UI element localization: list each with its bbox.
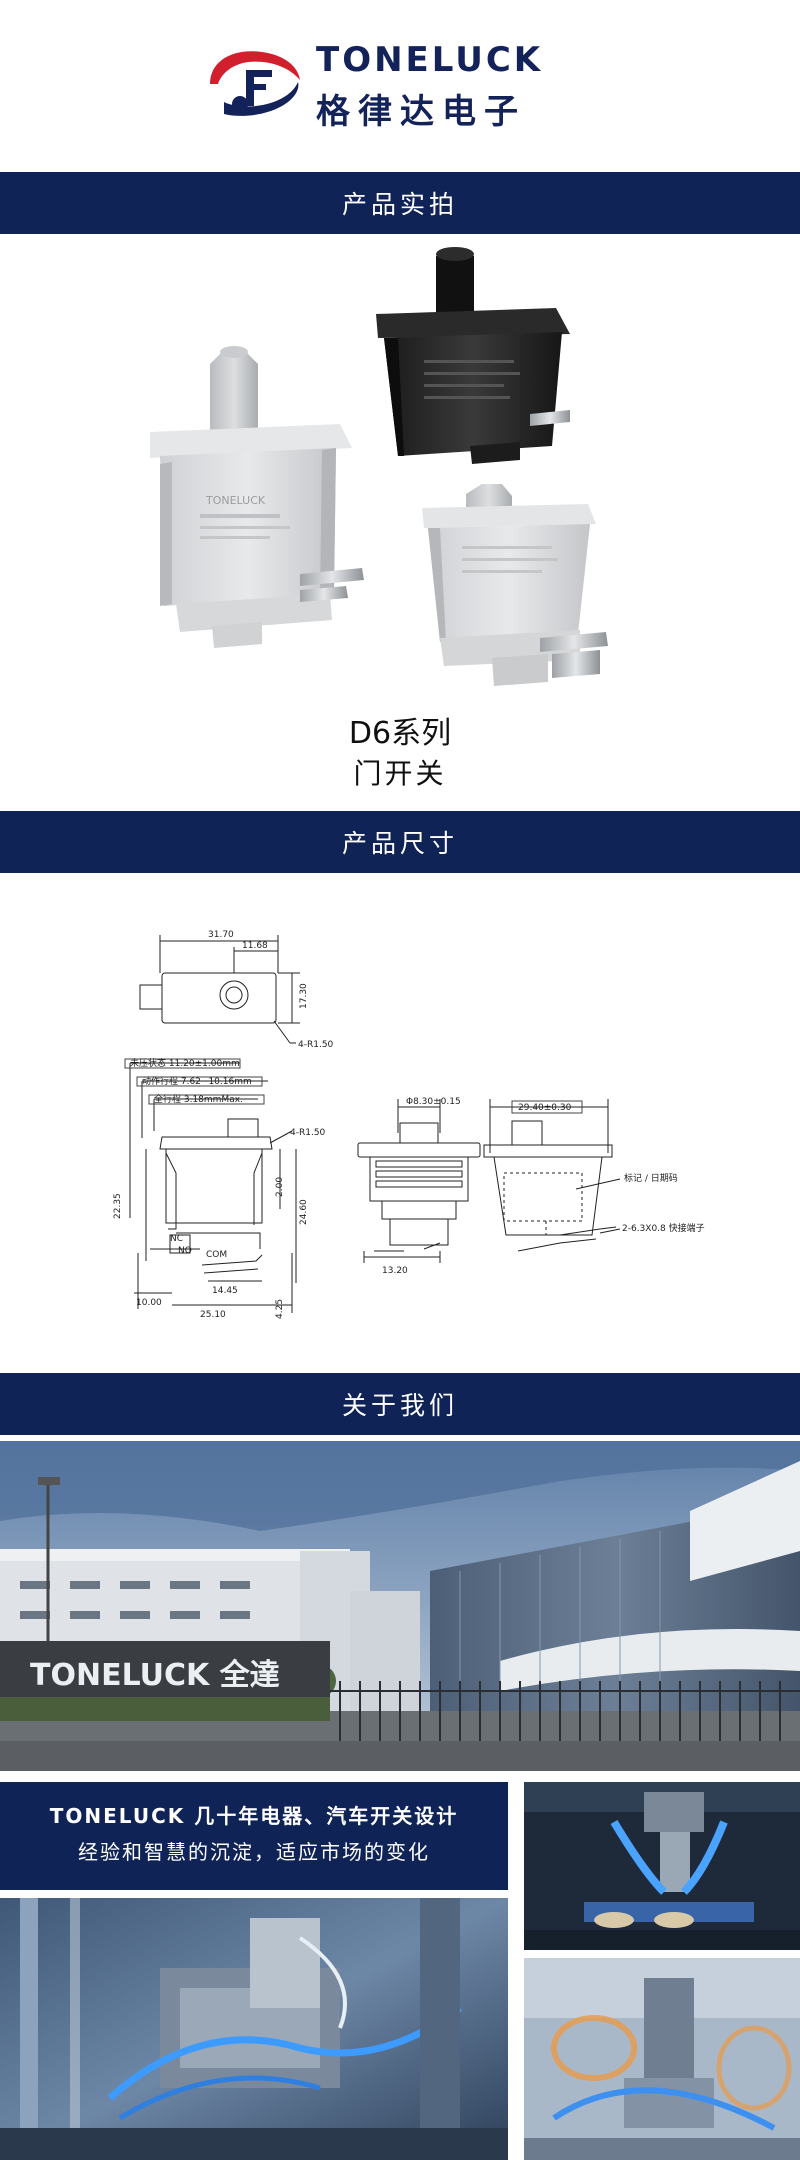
product-series: D6系列 [348,716,452,751]
factory-machine-photo-bottom-right [524,1958,800,2160]
factory-machine-photo-top-right [524,1782,800,1950]
svg-text:17.30: 17.30 [299,983,309,1009]
brand-name-cn: 格律达电子 [316,92,526,132]
svg-text:14.45: 14.45 [212,1286,238,1296]
svg-text:2-6.3X0.8 快接端子: 2-6.3X0.8 快接端子 [622,1222,705,1234]
logo-mark-icon [210,51,300,116]
product-photo: TONELUCK [0,234,800,704]
about-line-2: 经验和智慧的沉淀，适应市场的变化 [78,1840,430,1864]
svg-text:4-R1.50: 4-R1.50 [298,1040,334,1050]
svg-text:2.00: 2.00 [275,1177,285,1197]
svg-text:NC: NC [170,1234,183,1244]
svg-text:未压状态 11.20±1.00mm: 未压状态 11.20±1.00mm [130,1057,240,1069]
svg-text:TONELUCK: TONELUCK [205,494,266,507]
section-banner-photos: 产品实拍 [0,172,800,234]
about-text-panel: TONELUCK 几十年电器、汽车开关设计 经验和智慧的沉淀，适应市场的变化 [0,1782,508,1890]
header: TONELUCK 格律达电子 [0,0,800,170]
svg-text:24.60: 24.60 [299,1199,309,1225]
svg-text:Φ8.30±0.15: Φ8.30±0.15 [406,1097,461,1107]
svg-text:29.40±0.30: 29.40±0.30 [518,1103,572,1113]
front-view: Φ8.30±0.15 13.20 [357,1097,481,1276]
brand-name-en: TONELUCK [316,40,544,80]
black-switch [376,247,570,464]
product-type: 门开关 [353,757,447,790]
building-sign: TONELUCK 全達 [30,1658,280,1693]
svg-text:31.70: 31.70 [208,930,234,940]
svg-text:13.20: 13.20 [382,1266,408,1276]
factory-building-photo: TONELUCK 全達 [0,1441,800,1771]
svg-text:22.35: 22.35 [113,1193,123,1219]
svg-text:10.00: 10.00 [136,1298,162,1308]
section-banner-about: 关于我们 [0,1373,800,1435]
grey-switch-left: TONELUCK [150,346,364,648]
svg-text:4.25: 4.25 [275,1299,285,1319]
svg-text:25.10: 25.10 [200,1310,226,1320]
dimension-drawing: 31.70 11.68 17.30 4-R1.50 未压状态 11.20±1.0… [0,873,800,1373]
right-view: 29.40±0.30 标记 / 日期码 2-6.3X0.8 快接端子 [483,1099,705,1252]
svg-text:11.68: 11.68 [242,941,268,951]
svg-text:全行程 3.18mmMax.: 全行程 3.18mmMax. [154,1093,243,1105]
svg-text:动作行程 7.62~10.16mm: 动作行程 7.62~10.16mm [142,1075,252,1087]
grey-switch-right [422,484,608,686]
top-view: 31.70 11.68 17.30 4-R1.50 [139,930,334,1050]
svg-text:标记 / 日期码: 标记 / 日期码 [624,1172,678,1184]
section-banner-dimensions: 产品尺寸 [0,811,800,873]
svg-text:NO: NO [178,1246,192,1256]
about-line-1: TONELUCK 几十年电器、汽车开关设计 [49,1804,459,1828]
factory-machine-photo-left [0,1898,508,2160]
svg-text:COM: COM [206,1250,227,1260]
side-view: 未压状态 11.20±1.00mm 动作行程 7.62~10.16mm 全行程 … [113,1057,326,1320]
svg-text:4-R1.50: 4-R1.50 [290,1128,326,1138]
